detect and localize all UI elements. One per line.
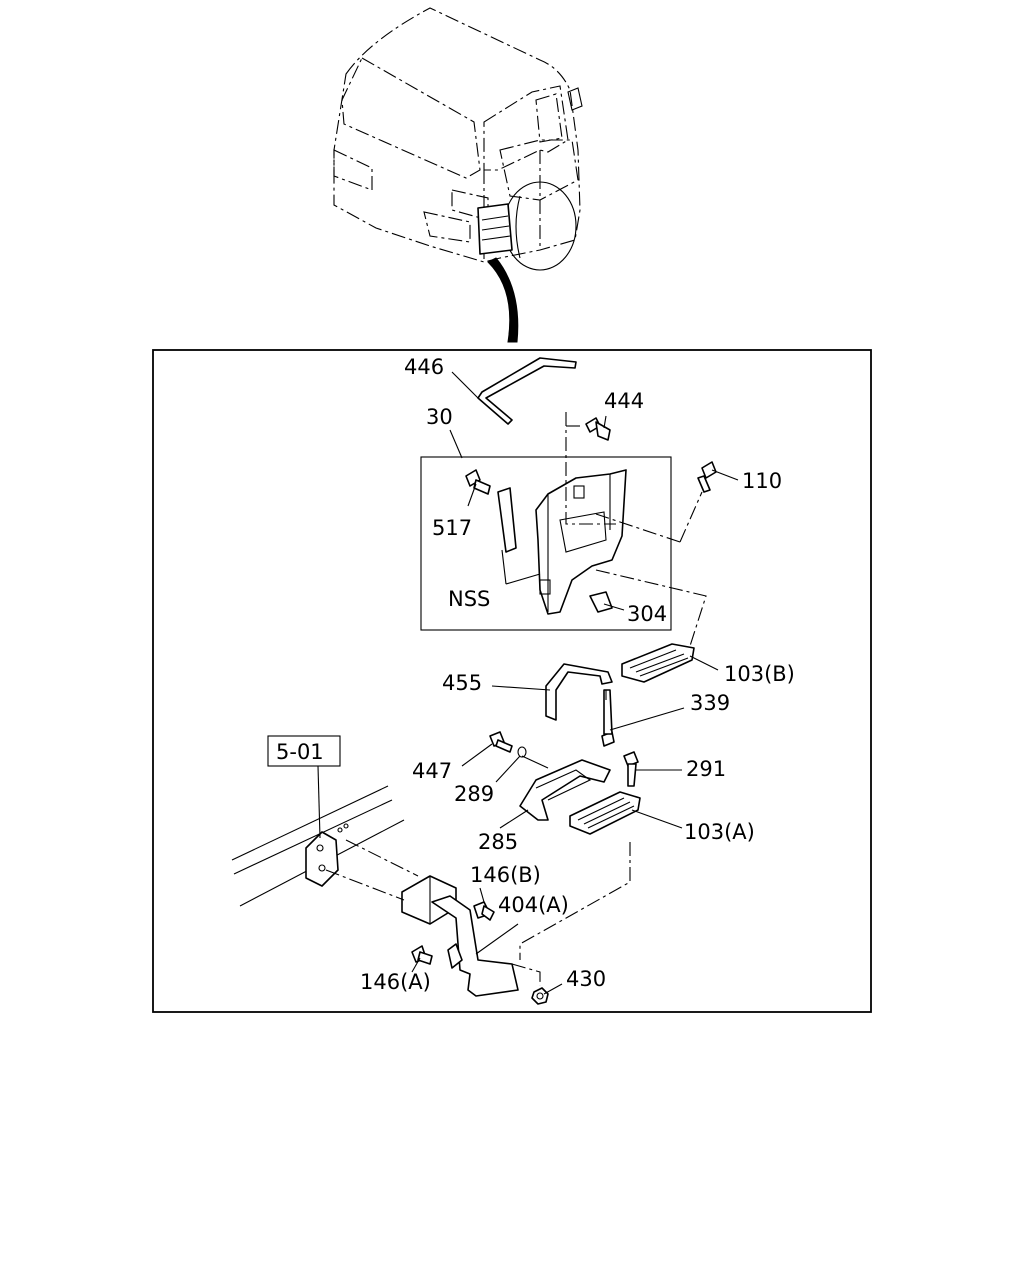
callout-30: 30 (426, 405, 453, 429)
part-289-washer (517, 746, 527, 758)
leader-lines (317, 371, 739, 995)
part-455-step-frame (545, 663, 613, 721)
callout-103a: 103(A) (684, 820, 755, 844)
callout-447: 447 (412, 759, 452, 783)
part-430-nut (531, 987, 549, 1005)
mounting-plate (305, 831, 339, 887)
callout-103b: 103(B) (724, 662, 795, 686)
callout-285: 285 (478, 830, 518, 854)
detail-pointer-arrow (487, 257, 519, 343)
part-103a-step-tread (569, 791, 641, 835)
callout-146b: 146(B) (470, 863, 541, 887)
callout-146a: 146(A) (360, 970, 431, 994)
callout-nss: NSS (448, 587, 490, 611)
callout-304: 304 (627, 602, 667, 626)
part-339-pin (601, 689, 615, 747)
part-285-bracket (519, 759, 611, 821)
callout-labels: 446 30 444 110 517 NSS 304 455 103(B) 33… (360, 355, 795, 994)
part-404a-step-hanger (401, 875, 519, 997)
callout-291: 291 (686, 757, 726, 781)
callout-404a: 404(A) (498, 893, 569, 917)
part-103b-step-tread (621, 643, 695, 683)
detail-frame (152, 349, 872, 1013)
part-444-bolt (585, 417, 611, 441)
callout-339: 339 (690, 691, 730, 715)
part-146b-bolt (473, 901, 495, 921)
part-146a-bolt (411, 945, 433, 965)
callout-289: 289 (454, 782, 494, 806)
reference-box (267, 735, 341, 767)
part-291-bolt (623, 751, 639, 787)
callout-446: 446 (404, 355, 444, 379)
callout-455: 455 (442, 671, 482, 695)
part-517-bolt (465, 469, 491, 495)
part-30-bracket-assembly (497, 469, 627, 615)
part-304-clip (589, 591, 613, 613)
assembly-30-box (420, 456, 672, 631)
part-446-rod (477, 357, 577, 425)
callout-444: 444 (604, 389, 644, 413)
callout-517: 517 (432, 516, 472, 540)
callout-430: 430 (566, 967, 606, 991)
callout-110: 110 (742, 469, 782, 493)
part-110-bolt (697, 461, 717, 493)
reference-box-label: 5-01 (276, 740, 324, 764)
part-447-bolt (489, 731, 513, 753)
truck-cab-overview (333, 7, 583, 271)
assembly-lines (325, 412, 707, 986)
